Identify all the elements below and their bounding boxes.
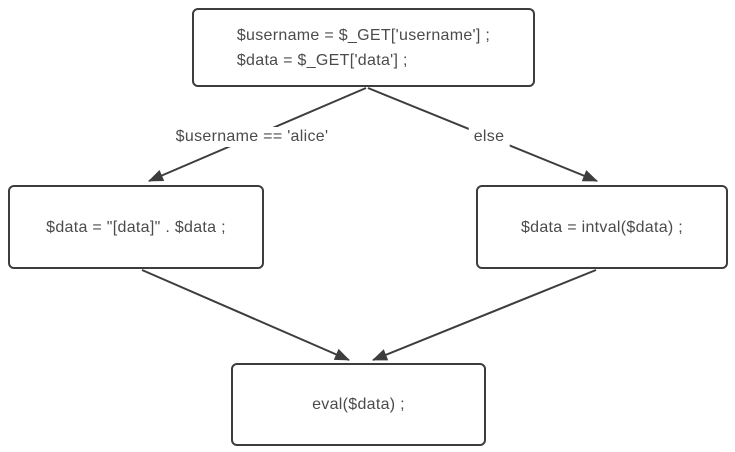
source-code-line-2: $data = $_GET['data'] ; bbox=[236, 51, 408, 69]
eval-sink-code: eval($data) ; bbox=[312, 396, 405, 413]
node-else-branch: $data = intval($data) ; bbox=[476, 185, 728, 269]
else-branch-code: $data = intval($data) ; bbox=[520, 218, 684, 236]
edge-else-branch-to-eval bbox=[372, 269, 597, 361]
alice-branch-code: $data = "[data]" . $data ; bbox=[46, 218, 226, 236]
node-eval-sink: eval($data) ; bbox=[231, 363, 486, 446]
edge-alice-branch-to-eval bbox=[141, 269, 350, 361]
node-alice-branch: $data = "[data]" . $data ; bbox=[8, 185, 264, 269]
node-source-assignments: $username = $_GET['username'] ; $data = … bbox=[192, 8, 535, 87]
edge-label-else: else bbox=[468, 127, 510, 147]
source-code-block: $username = $_GET['username'] ; $data = … bbox=[237, 23, 490, 73]
edge-label-alice-condition: $username == 'alice' bbox=[170, 127, 334, 147]
source-code-line-1: $username = $_GET['username'] ; bbox=[236, 26, 491, 44]
